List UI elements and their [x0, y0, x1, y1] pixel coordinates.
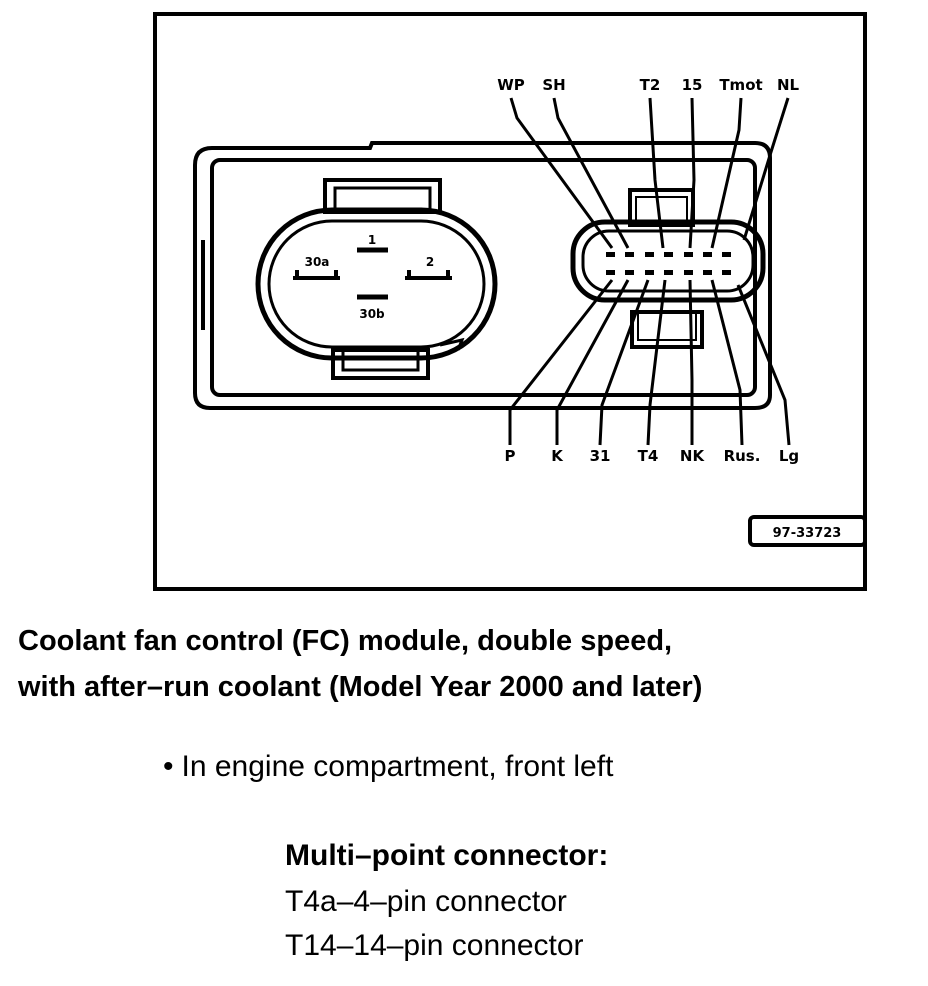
pin-label-nl: NL: [777, 76, 800, 94]
caption-line-1: Coolant fan control (FC) module, double …: [18, 625, 673, 657]
leader-line: [646, 279, 667, 446]
connector-pin-dots: [606, 252, 731, 275]
leader-line: [710, 97, 743, 249]
connector-list: Multi–point connector: T4a–4–pin connect…: [285, 832, 608, 968]
connector-item-t14: T14–14–pin connector: [285, 929, 584, 962]
leader-line: [710, 279, 744, 446]
location-note: •In engine compartment, front left: [163, 750, 613, 784]
pin-label-1: 1: [368, 233, 376, 247]
fc-module-diagram: 1 30a 2 30b WP SH T2 15 Tmot NL P K 31 T…: [153, 12, 867, 591]
leader-line: [742, 97, 790, 241]
pin-dot: [703, 270, 712, 275]
reference-code: 97-33723: [773, 526, 842, 541]
pin-label-t4: T4: [638, 447, 659, 465]
pin-label-nk: NK: [680, 447, 706, 465]
figure-frame: [153, 12, 867, 591]
multipoint-connector-t14: [570, 188, 766, 349]
pin-label-lg: Lg: [779, 447, 799, 465]
pin-label-30b: 30b: [359, 307, 385, 321]
location-text: In engine compartment, front left: [181, 750, 614, 783]
caption-line-2: with after–run coolant (Model Year 2000 …: [18, 671, 703, 703]
bullet-icon: •: [163, 750, 174, 783]
pin-dot: [664, 252, 673, 257]
module-housing: [193, 141, 772, 410]
pin-label-sh: SH: [542, 76, 565, 94]
leader-line: [688, 279, 694, 445]
pin-dot: [645, 270, 654, 275]
leader-line: [508, 279, 614, 445]
pin-dot: [664, 270, 673, 275]
pin-dot: [684, 252, 693, 257]
pin-dot: [684, 270, 693, 275]
pin-label-k: K: [551, 447, 564, 465]
pin-dot: [606, 252, 615, 257]
leader-line: [736, 284, 791, 446]
leader-line: [552, 97, 630, 249]
pin-label-wp: WP: [497, 76, 525, 94]
leader-line: [555, 279, 630, 445]
pin-dot: [722, 252, 731, 257]
pin-label-t2: T2: [640, 76, 661, 94]
figure-caption: Coolant fan control (FC) module, double …: [18, 618, 918, 710]
pin-label-tmot: Tmot: [719, 76, 762, 94]
pin-label-rus: Rus.: [724, 447, 761, 465]
pin-dot: [722, 270, 731, 275]
pin-label-15: 15: [682, 76, 703, 94]
pin-dot: [625, 270, 634, 275]
pin-dot: [703, 252, 712, 257]
pin-label-p: P: [505, 447, 516, 465]
oval-connector-t4a: [255, 178, 498, 380]
connector-item-t4a: T4a–4–pin connector: [285, 885, 567, 918]
pin-dot: [645, 252, 654, 257]
connector-heading: Multi–point connector:: [285, 839, 609, 872]
pin-leader-lines: [508, 97, 791, 446]
pin-dot: [606, 270, 615, 275]
pin-label-30a: 30a: [305, 255, 330, 269]
leader-line: [688, 97, 696, 249]
pin-label-2: 2: [426, 255, 434, 269]
pin-label-31: 31: [590, 447, 611, 465]
pin-dot: [625, 252, 634, 257]
leader-line: [598, 279, 650, 446]
reference-code-box: [748, 515, 867, 547]
leader-line: [648, 97, 665, 249]
leader-line: [509, 97, 614, 249]
